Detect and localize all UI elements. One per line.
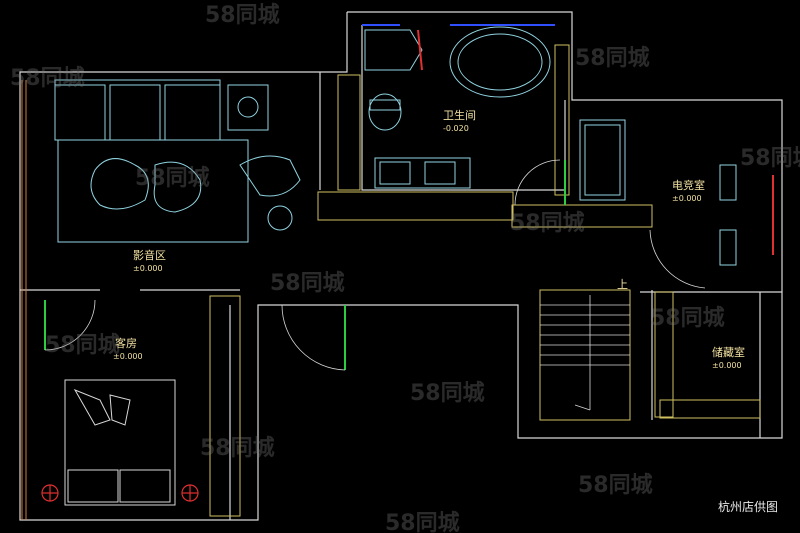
doors: [44, 160, 566, 370]
hatched-walls: [209, 44, 761, 517]
stair-up-label: 上: [617, 278, 628, 291]
watermark: 58同城: [45, 332, 120, 358]
watermark: 58同城: [270, 270, 345, 296]
storage-level: ±0.000: [712, 361, 742, 370]
watermark: 58同城: [650, 305, 725, 331]
guest-level: ±0.000: [113, 352, 143, 361]
bathroom-accents: [362, 24, 555, 71]
theater-furniture: [54, 79, 301, 243]
watermark: 58同城: [740, 145, 800, 171]
watermark: 58同城: [205, 2, 280, 28]
storage-name: 储藏室: [712, 345, 745, 359]
bedside-lamps: [41, 484, 199, 502]
bathroom-level: -0.020: [443, 124, 469, 133]
watermark: 58同城: [510, 210, 585, 236]
bathroom-name: 卫生间: [443, 108, 476, 122]
walls: [19, 11, 783, 521]
guest-name: 客房: [115, 336, 137, 350]
watermark: 58同城: [410, 380, 485, 406]
watermark: 58同城: [385, 510, 460, 533]
guest-bed: [64, 379, 176, 506]
bathroom-fixtures: [364, 26, 551, 189]
watermark: 58同城: [575, 45, 650, 71]
esports-level: ±0.000: [672, 194, 702, 203]
watermark: 58同城: [135, 165, 210, 191]
esports-name: 电竞室: [672, 178, 705, 192]
stairs: [540, 295, 630, 411]
image-caption: 杭州店供图: [717, 500, 778, 514]
watermark: 58同城: [10, 65, 85, 91]
theater-name: 影音区: [133, 248, 166, 262]
left-window: [21, 80, 27, 520]
door-swings: [44, 159, 706, 371]
esports-furniture: [579, 119, 737, 266]
watermark: 58同城: [200, 435, 275, 461]
watermark: 58同城: [578, 472, 653, 498]
theater-level: ±0.000: [133, 264, 163, 273]
